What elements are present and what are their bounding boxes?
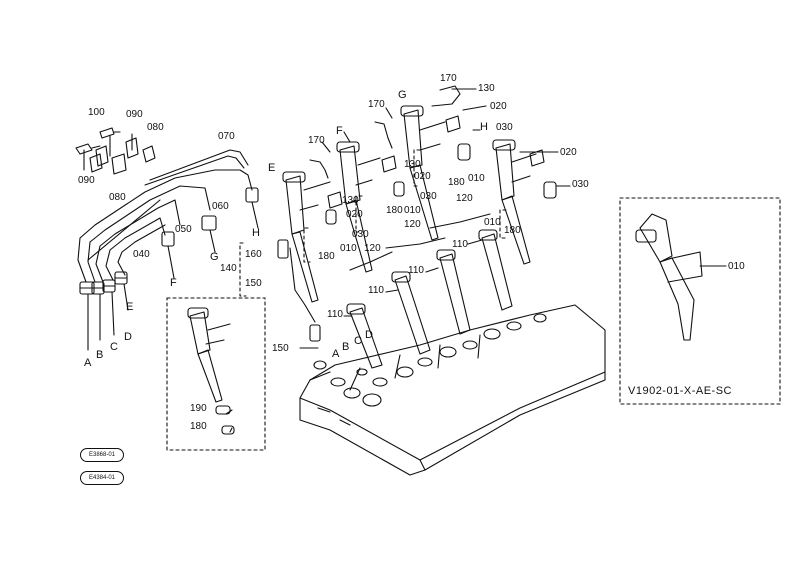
callout-080-lower: 080 [109,192,126,203]
reference-badge-2: E4384-01 [80,471,124,485]
callout-150-lower: 150 [272,343,289,354]
callout-010-c: 010 [484,217,501,228]
pipe-clamp-set [75,127,156,175]
callout-080-upper: 080 [147,122,164,133]
callout-130-left: 130 [342,195,359,206]
leader-lines [225,88,571,433]
callout-180-c: 180 [504,225,521,236]
callout-030-right: 030 [572,179,589,190]
callout-letter-g-pipe: G [210,251,219,263]
nozzle-seals [325,115,557,225]
leak-off-pipes [277,85,491,342]
callout-010-a: 010 [468,173,485,184]
callout-180-d: 180 [318,251,335,262]
callout-letter-b-pipe: B [96,349,104,361]
injector-nozzle-2 [336,141,381,273]
callout-letter-f-top: F [336,125,343,137]
callout-030-left: 030 [352,229,369,240]
callout-090-lower: 090 [78,175,95,186]
callout-170-left: 170 [308,135,325,146]
callout-190: 190 [190,403,207,414]
callout-060: 060 [212,201,229,212]
callout-120-a: 120 [456,193,473,204]
injector-nozzle-4 [492,139,537,265]
callout-050: 050 [175,224,192,235]
injector-nozzle-3 [400,105,446,241]
callout-letter-a-pipe: A [84,357,92,369]
callout-letter-h-right: H [480,121,488,133]
injector-body-lower [346,229,513,369]
callout-letter-f-pipe: F [170,277,177,289]
callout-040: 040 [133,249,150,260]
callout-130-top: 130 [478,83,495,94]
callout-020-top: 020 [490,101,507,112]
callout-130-mid: 130 [404,159,421,170]
callout-010-b: 010 [404,205,421,216]
callout-020-mid: 020 [414,171,431,182]
callout-030-top: 030 [496,122,513,133]
callout-090-upper: 090 [126,109,143,120]
callout-070: 070 [218,131,235,142]
callout-letter-c-pipe: C [110,341,118,353]
callout-180-b: 180 [386,205,403,216]
callout-140: 140 [220,263,237,274]
callout-letter-g-top: G [398,89,407,101]
callout-180-a: 180 [448,177,465,188]
callout-110-c: 110 [368,285,384,296]
cylinder-head-block [299,304,606,476]
callout-110-a: 110 [452,239,468,250]
grouping-brackets [239,149,507,297]
callout-170-top: 170 [440,73,457,84]
callout-110-b: 110 [408,265,424,276]
reference-badge-1: E3868-01 [80,448,124,462]
callout-letter-h-pipe: H [252,227,260,239]
callout-letter-c-head: C [354,335,362,347]
callout-010-d: 010 [340,243,357,254]
inset-detail-box [166,297,266,451]
callout-110-d: 110 [327,309,343,320]
injection-pipe-bundle [77,149,259,351]
callout-letter-e-pipe: E [126,301,134,313]
figure-code: V1902-01-X-AE-SC [628,385,732,397]
inset-detail-box-right [619,197,781,405]
callout-020-right: 020 [560,147,577,158]
callout-letter-b-head: B [342,341,350,353]
callout-030-mid: 030 [420,191,437,202]
callout-letter-d-pipe: D [124,331,132,343]
callout-letter-e-top: E [268,162,276,174]
callout-020-left: 020 [346,209,363,220]
callout-letter-a-head: A [332,348,340,360]
callout-160: 160 [245,249,262,260]
callout-120-c: 120 [364,243,381,254]
callout-170-mid: 170 [368,99,385,110]
callout-letter-d-head: D [365,329,373,341]
callout-100: 100 [88,107,105,118]
callout-120-b: 120 [404,219,421,230]
callout-010-inset: 010 [728,261,745,272]
injector-nozzle-1 [282,171,331,303]
callout-180-inset: 180 [190,421,207,432]
callout-150-upper: 150 [245,278,262,289]
